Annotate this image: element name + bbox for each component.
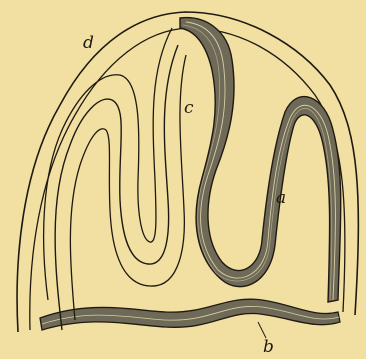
label-c: c [184, 98, 194, 118]
label-d: d [83, 33, 94, 53]
label-b: b [263, 337, 274, 357]
label-a: a [276, 188, 286, 208]
